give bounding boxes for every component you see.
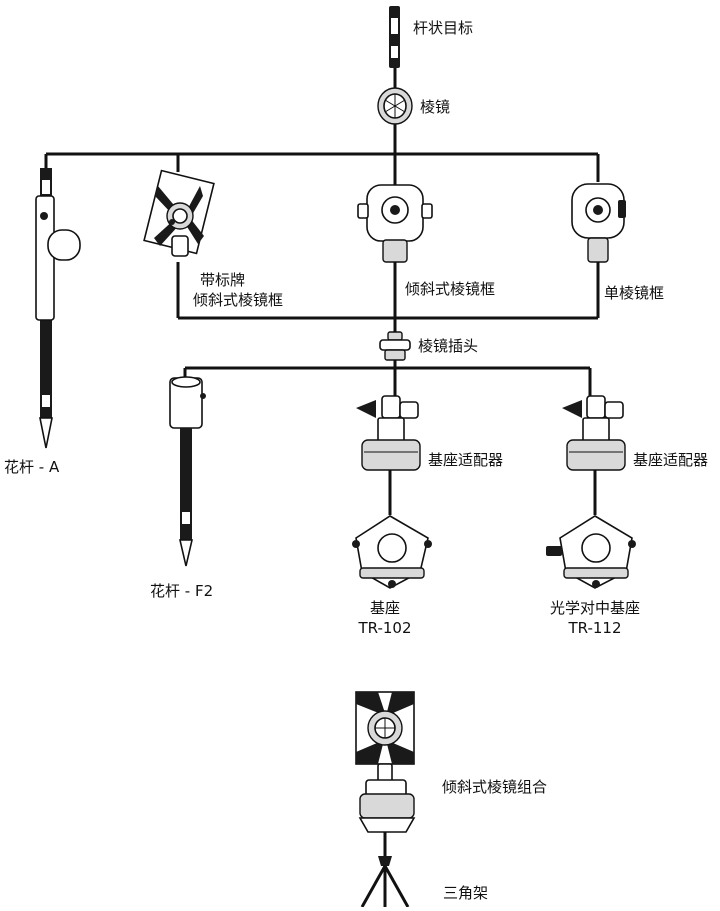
tribrach-label-line1: 基座	[369, 599, 400, 617]
prism-adapter-label: 棱镜插头	[418, 337, 479, 355]
tribrach-label-line2: TR-102	[358, 619, 412, 637]
pole-a-label: 花杆 - A	[4, 458, 60, 476]
tilt-holder-with-plate-label-line2: 倾斜式棱镜框	[193, 291, 284, 309]
tilt-prism-assembly-icon	[355, 691, 416, 833]
tribrach-adapter-icon	[562, 395, 626, 471]
tripod-label: 三角架	[443, 884, 489, 902]
tribrach-adapter-label-1: 基座适配器	[428, 451, 504, 469]
range-pole-a-icon	[35, 168, 81, 449]
optical-tribrach-label-line2: TR-112	[568, 619, 622, 637]
tilt-prism-holder-with-target-plate-icon	[143, 169, 215, 257]
pole-target-label: 杆状目标	[413, 19, 474, 37]
pole-f2-label: 花杆 - F2	[150, 582, 214, 600]
optical-tribrach-label-line1: 光学对中基座	[549, 599, 640, 617]
optical-tribrach-icon	[546, 515, 636, 589]
tribrach-icon	[352, 515, 432, 589]
single-holder-label: 单棱镜框	[604, 284, 665, 302]
tilt-assembly-label: 倾斜式棱镜组合	[442, 778, 548, 796]
tribrach-adapter-icon	[356, 395, 421, 471]
range-pole-f2-icon	[169, 376, 206, 567]
tilt-holder-with-plate-label-line1: 带标牌	[200, 271, 246, 289]
tribrach-adapter-label-2: 基座适配器	[633, 451, 709, 469]
prism-icon	[377, 87, 413, 125]
tilt-holder-label: 倾斜式棱镜框	[405, 280, 496, 298]
tripod-icon	[360, 856, 410, 908]
tilt-prism-holder-icon	[357, 184, 433, 263]
prism-adapter-icon	[379, 331, 411, 361]
single-prism-holder-icon	[571, 183, 626, 263]
pole-target-icon	[389, 6, 400, 68]
prism-label: 棱镜	[420, 98, 451, 116]
